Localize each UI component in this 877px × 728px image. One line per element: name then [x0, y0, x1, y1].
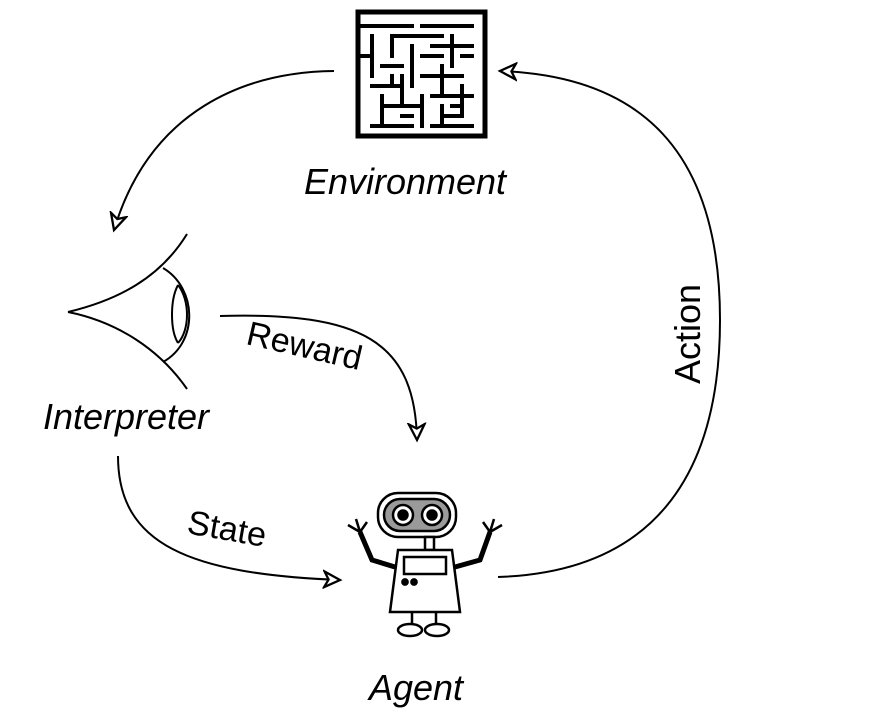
interpreter-label: Interpreter — [43, 396, 211, 437]
reward-label: Reward — [243, 315, 366, 378]
environment-label: Environment — [304, 161, 508, 202]
edge-environment-interpreter — [114, 70, 335, 230]
edge-state — [117, 455, 340, 580]
edge-action — [498, 71, 722, 578]
action-label: Action — [667, 284, 708, 384]
maze-icon — [355, 9, 488, 139]
agent-label: Agent — [367, 667, 465, 708]
robot-icon — [347, 491, 503, 638]
state-label: State — [185, 504, 270, 555]
eye-icon — [67, 233, 191, 390]
edge-reward — [219, 314, 417, 440]
